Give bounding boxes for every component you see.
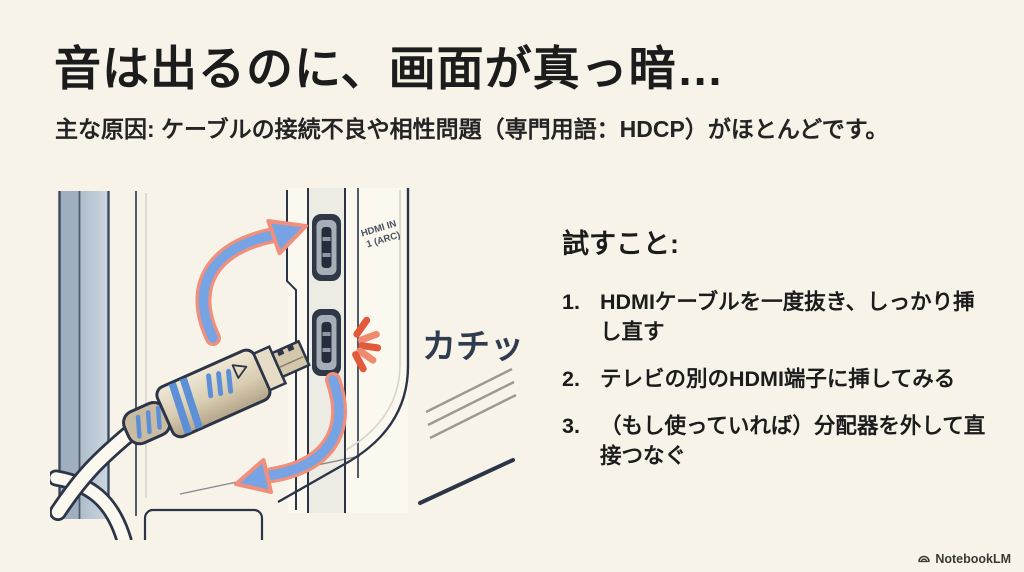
brand-watermark: NotebookLM (917, 552, 1011, 566)
checklist-item: 3. （もし使っていれば）分配器を外して直接つなぐ (562, 411, 996, 471)
click-sound-text: カチッ (422, 328, 524, 366)
hdmi-connector (122, 339, 311, 446)
item-text: （もし使っていれば）分配器を外して直接つなぐ (600, 414, 986, 469)
hdmi-illustration: HDMI IN 1 (ARC) (50, 188, 524, 540)
hdmi-port-bottom (312, 309, 341, 376)
hdmi-cable (50, 424, 139, 540)
item-text: HDMIケーブルを一度抜き、しっかり挿し直す (600, 290, 975, 345)
notebooklm-logo-icon (918, 555, 931, 563)
page-title: 音は出るのに、画面が真っ暗… (54, 42, 725, 95)
item-number: 1. (562, 290, 580, 314)
item-number: 2. (562, 367, 580, 392)
checklist-heading: 試すこと: (562, 229, 679, 259)
click-burst-icon (352, 316, 382, 373)
plug-arrow-icon (234, 372, 347, 494)
item-text: テレビの別のHDMI端子に挿してみる (600, 367, 956, 392)
hdmi-port-top (312, 214, 341, 281)
checklist-item: 2. テレビの別のHDMI端子に挿してみる (562, 364, 996, 394)
checklist-item: 1. HDMIケーブルを一度抜き、しっかり挿し直す (562, 287, 996, 347)
checklist: 試すこと: 1. HDMIケーブルを一度抜き、しっかり挿し直す 2. テレビの別… (562, 222, 996, 488)
unplug-arrow-icon (195, 219, 308, 346)
item-number: 3. (562, 414, 580, 439)
page-subtitle: 主な原因: ケーブルの接続不良や相性問題（専門用語：HDCP）がほとんどです。 (55, 116, 889, 142)
brand-name: NotebookLM (935, 552, 1011, 566)
